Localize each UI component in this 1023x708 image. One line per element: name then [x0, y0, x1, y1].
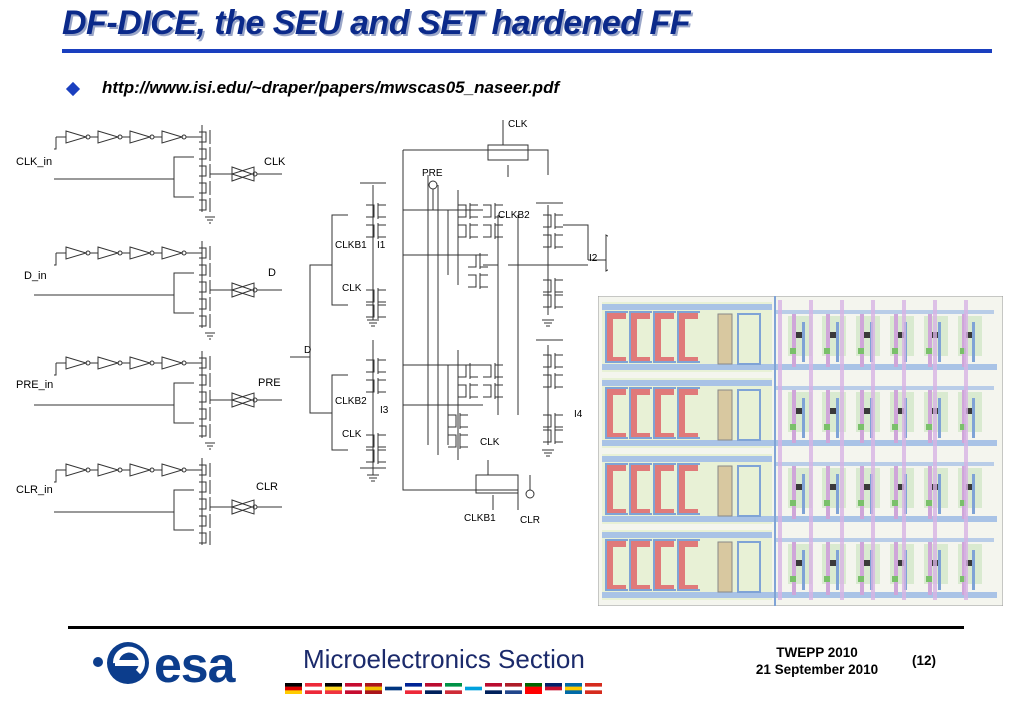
i1-label: I1 [377, 240, 386, 251]
row-input-label: CLK_in [16, 156, 52, 168]
row-input-label: D_in [24, 270, 47, 282]
row-output-label: PRE [258, 377, 281, 389]
flag-icon [425, 683, 442, 694]
conference-info: TWEPP 2010 21 September 2010 [742, 644, 892, 678]
slide-title: DF-DICE, the SEU and SET hardened FF [62, 4, 691, 42]
flag-icon [365, 683, 382, 694]
clkb1-bottom-label: CLKB1 [464, 513, 496, 524]
flag-icon [545, 683, 562, 694]
input-buffer-schematic: CLK_in CLK D_in D PRE_in PRE CLR_in CLR [16, 125, 286, 545]
clkb2-top-label: CLKB2 [498, 210, 530, 221]
flag-icon [565, 683, 582, 694]
clk-a-label: CLK [342, 283, 362, 294]
conference-name: TWEPP 2010 [776, 645, 858, 660]
svg-text:esa: esa [154, 637, 237, 692]
flag-icon [345, 683, 362, 694]
clk-bottom-label: CLK [480, 437, 500, 448]
clkb2-b-label: CLKB2 [335, 396, 367, 407]
flag-icon [325, 683, 342, 694]
layout-view [598, 296, 1003, 606]
bullet-diamond-icon [65, 81, 81, 97]
pre-label: PRE [422, 168, 443, 179]
row-output-label: CLK [264, 156, 286, 168]
flag-icon [465, 683, 482, 694]
flag-icon [385, 683, 402, 694]
flag-icon [525, 683, 542, 694]
flag-icon [305, 683, 322, 694]
i2-label: I2 [589, 253, 598, 264]
flag-icon [405, 683, 422, 694]
esa-logo: esa [93, 637, 238, 692]
conference-date: 21 September 2010 [755, 662, 879, 677]
title-underline [62, 49, 992, 53]
member-state-flags [285, 683, 602, 694]
flag-icon [445, 683, 462, 694]
i4-label: I4 [574, 409, 583, 420]
flag-icon [505, 683, 522, 694]
row-input-label: PRE_in [16, 379, 53, 391]
footer-rule [68, 626, 964, 629]
i3-label: I3 [380, 405, 389, 416]
clk-b-label: CLK [342, 429, 362, 440]
reference-link[interactable]: http://www.isi.edu/~draper/papers/mwscas… [102, 78, 560, 97]
row-output-label: CLR [256, 481, 278, 493]
clr-label: CLR [520, 515, 540, 526]
flag-icon [485, 683, 502, 694]
df-dice-schematic: CLK PRE CLKB2 Q I2 CLKB1 I1 CLK D CLKB2 … [290, 119, 608, 526]
section-name: Microelectronics Section [303, 644, 585, 674]
row-input-label: CLR_in [16, 484, 53, 496]
clk-top-label: CLK [508, 119, 528, 130]
flag-icon [585, 683, 602, 694]
page-number: (12) [912, 653, 937, 668]
d-label: D [304, 345, 311, 356]
flag-icon [285, 683, 302, 694]
row-output-label: D [268, 267, 276, 279]
clkb1-a-label: CLKB1 [335, 240, 367, 251]
